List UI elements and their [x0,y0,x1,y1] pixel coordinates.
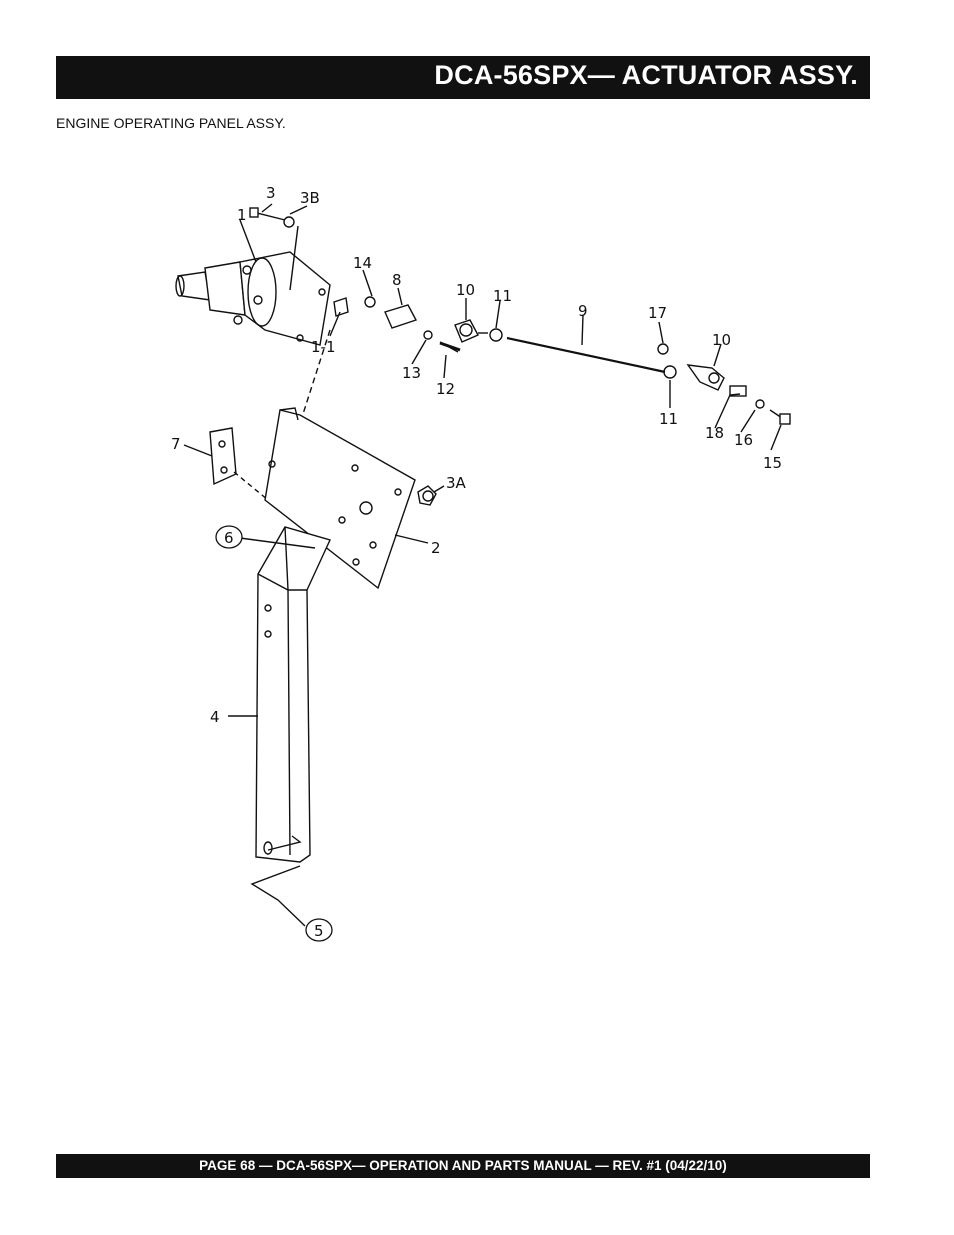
callout-12: 12 [436,380,455,398]
callout-1: 1 [237,206,247,224]
callout-18: 18 [705,424,724,442]
footer-bar: PAGE 68 — DCA-56SPX— OPERATION AND PARTS… [56,1154,870,1178]
callout-6: 6 [224,529,234,547]
callout-8: 8 [392,271,402,289]
footer-text: PAGE 68 — DCA-56SPX— OPERATION AND PARTS… [199,1158,727,1173]
callout-17: 17 [648,304,667,322]
section-subtitle: ENGINE OPERATING PANEL ASSY. [56,115,286,131]
callout-15: 15 [763,454,782,472]
page-title: DCA-56SPX— ACTUATOR ASSY. [434,60,858,90]
callout-4: 4 [210,708,220,726]
callout-3a: 3A [446,474,467,492]
callout-9: 9 [578,302,588,320]
callout-14: 14 [353,254,372,272]
header-bar: DCA-56SPX— ACTUATOR ASSY. [56,56,870,99]
actuator-assembly-diagram: 1 3 3B 14 8 10 11 9 17 10 1-1 13 12 11 1… [171,184,791,942]
actuator-part [175,251,331,346]
callout-7: 7 [171,435,181,453]
callout-1-1: 1-1 [311,338,336,356]
callout-10-left: 10 [456,281,475,299]
callout-3: 3 [266,184,276,202]
callout-11-lower: 11 [659,410,678,428]
callout-5: 5 [314,922,324,940]
callout-13: 13 [402,364,421,382]
callout-16: 16 [734,431,753,449]
callout-11-upper: 11 [493,287,512,305]
callout-3b: 3B [300,189,320,207]
callout-10-right: 10 [712,331,731,349]
callout-2: 2 [431,539,441,557]
